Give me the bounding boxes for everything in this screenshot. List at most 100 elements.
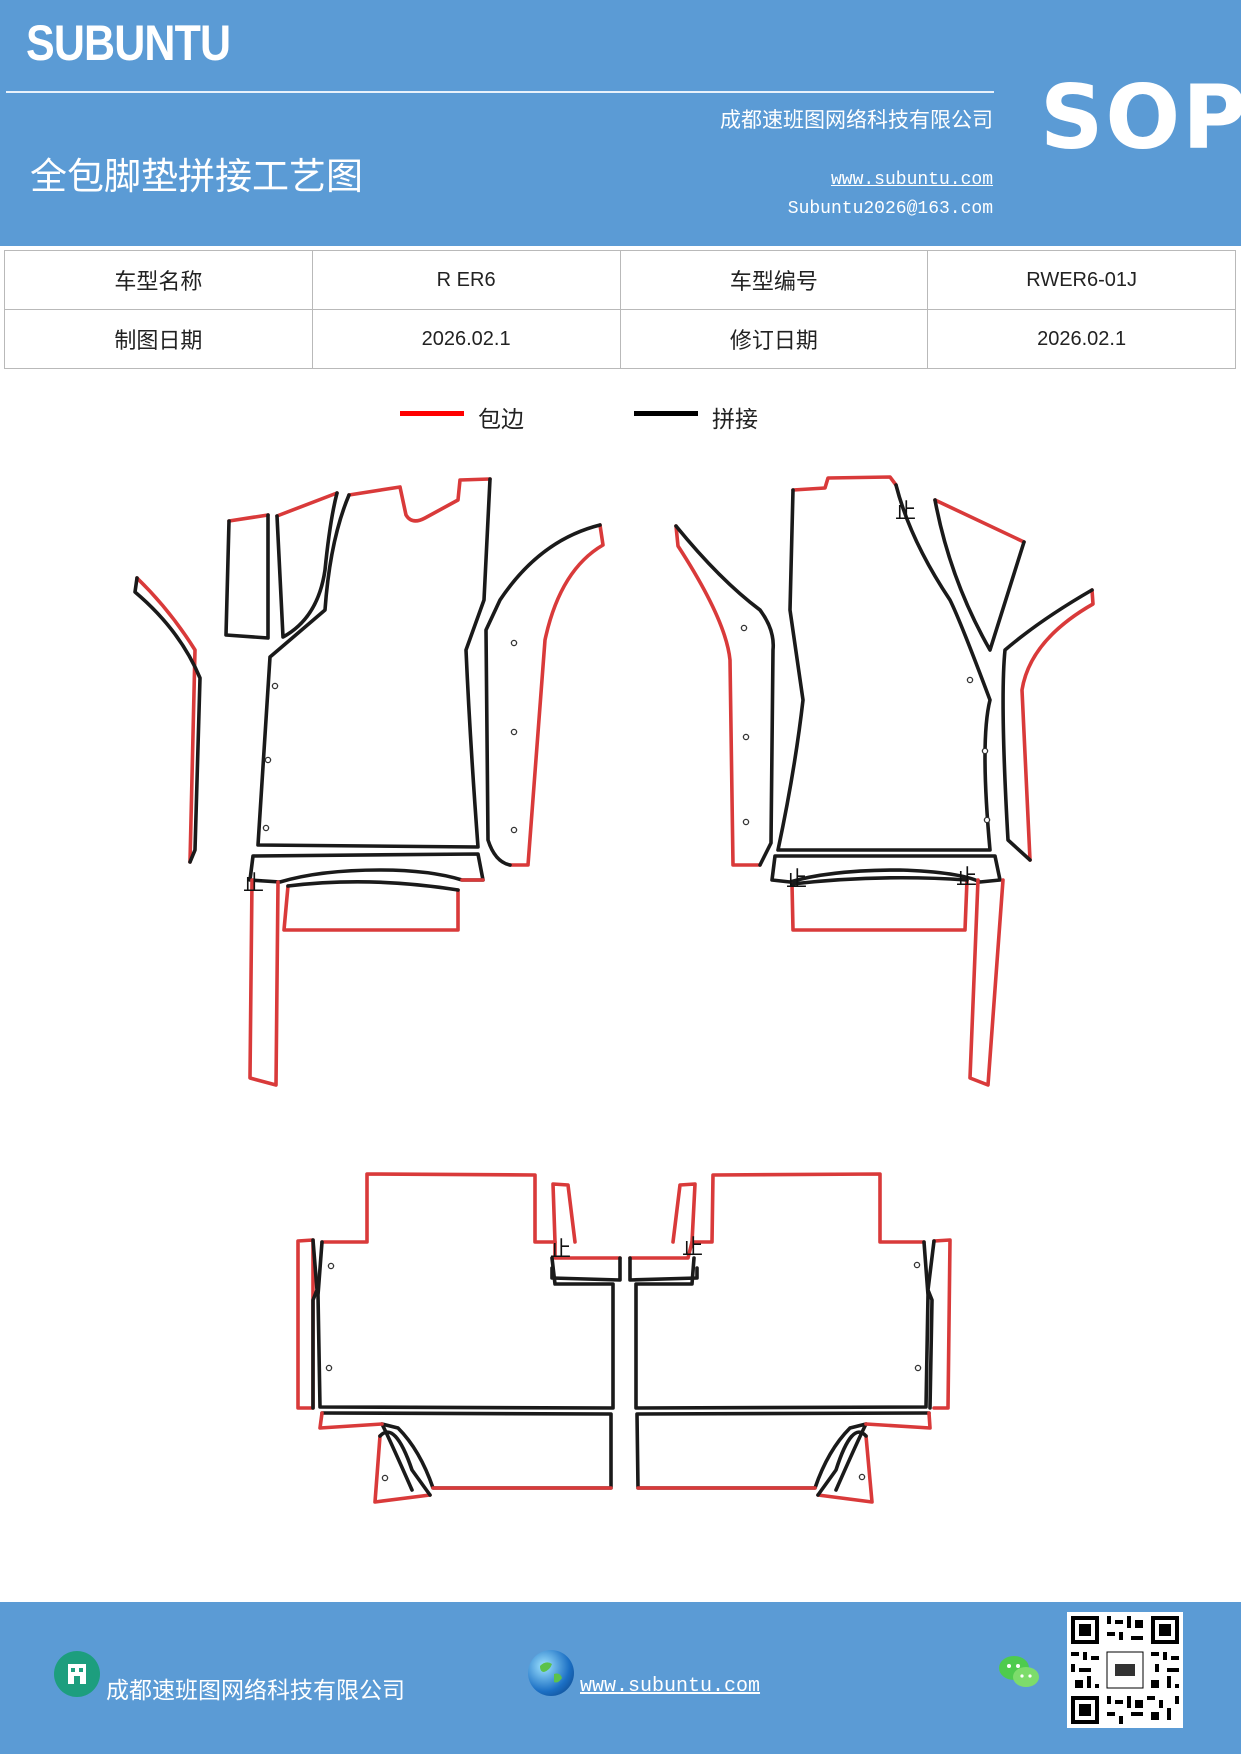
- hole: [325, 1364, 333, 1372]
- mat-edge: [816, 1434, 874, 1504]
- info-table: 车型名称 R ER6 车型编号 RWER6-01J 制图日期 2026.02.1…: [4, 250, 1236, 369]
- footer-company: 成都速班图网络科技有限公司: [106, 1678, 405, 1704]
- sop-badge: SOP: [1040, 66, 1241, 169]
- front-left-mat: 止: [133, 477, 605, 1087]
- hole: [742, 818, 750, 826]
- mat-edge: [318, 1411, 384, 1430]
- hole: [381, 1474, 389, 1482]
- mat-edge: [373, 1434, 432, 1504]
- stop-mark: 止: [682, 1235, 703, 1259]
- stop-mark: 止: [243, 871, 264, 895]
- legend-swatch-black: [634, 411, 698, 416]
- hole: [740, 624, 748, 632]
- mat-edge: [628, 1172, 926, 1260]
- globe-icon: [528, 1650, 574, 1696]
- hole: [262, 824, 270, 832]
- hole: [271, 682, 279, 690]
- mat-edge: [932, 1238, 952, 1410]
- building-icon: [54, 1651, 100, 1697]
- header-banner: SUBUNTU 成都速班图网络科技有限公司 全包脚垫拼接工艺图 www.subu…: [0, 0, 1241, 246]
- mat-seam: [133, 576, 202, 864]
- mat-edge: [790, 878, 969, 932]
- hole: [983, 816, 991, 824]
- mat-seam: [933, 498, 1026, 652]
- mat-edge: [933, 498, 1026, 544]
- car-code-value: RWER6-01J: [927, 250, 1236, 310]
- website-link[interactable]: www.subuntu.com: [830, 170, 993, 190]
- hole: [510, 826, 518, 834]
- mat-seam: [776, 483, 992, 852]
- mat-seam: [316, 1240, 615, 1410]
- legend-label-seam: 拼接: [712, 407, 758, 433]
- table-row: 车型名称 R ER6 车型编号 RWER6-01J: [4, 250, 1236, 310]
- mat-seam: [484, 523, 602, 867]
- mat-seam: [634, 1240, 930, 1410]
- revise-date-label: 修订日期: [619, 309, 929, 369]
- mat-edge: [791, 475, 898, 492]
- mat-edge: [508, 523, 605, 867]
- hole: [966, 676, 974, 684]
- legend-label-edge: 包边: [478, 407, 524, 433]
- mat-edge: [1020, 588, 1095, 862]
- mat-seam: [1001, 588, 1094, 862]
- hole: [914, 1364, 922, 1372]
- rear-right-mat: 止: [628, 1172, 952, 1504]
- page-title: 全包脚垫拼接工艺图: [30, 155, 363, 198]
- mat-seam: [275, 491, 339, 639]
- hole: [742, 733, 750, 741]
- email-address: Subuntu2026@163.com: [787, 199, 993, 219]
- mat-edge: [248, 878, 280, 1087]
- car-model-label: 车型名称: [4, 250, 313, 310]
- company-name: 成都速班图网络科技有限公司: [720, 108, 993, 132]
- car-model-value: R ER6: [311, 250, 621, 310]
- mat-edge: [275, 491, 339, 518]
- floor-mat-diagram: 止 止 止 止: [133, 475, 1095, 1504]
- mat-seam: [635, 1411, 931, 1492]
- mat-seam: [320, 1411, 613, 1492]
- brand-logo: SUBUNTU: [26, 15, 231, 71]
- mat-seam: [248, 852, 485, 884]
- mat-seam: [224, 513, 270, 640]
- legend-swatch-red: [400, 411, 464, 416]
- stop-mark: 止: [550, 1237, 571, 1261]
- hole: [913, 1261, 921, 1269]
- mat-edge: [864, 1411, 932, 1430]
- mat-seam: [770, 854, 1002, 884]
- front-right-mat: 止 止 止: [674, 475, 1095, 1087]
- footer-website-link[interactable]: www.subuntu.com: [580, 1675, 761, 1698]
- mat-seam: [550, 1256, 622, 1282]
- qr-code: [1067, 1612, 1183, 1728]
- mat-seam: [311, 1238, 319, 1410]
- stop-mark: 止: [786, 867, 807, 891]
- hole: [981, 747, 989, 755]
- mat-seam: [378, 1430, 432, 1497]
- revise-date-value: 2026.02.1: [927, 309, 1236, 369]
- stop-mark: 止: [895, 499, 916, 523]
- hole: [510, 639, 518, 647]
- mat-edge: [968, 878, 1005, 1087]
- wechat-icon: [996, 1652, 1042, 1692]
- stop-mark: 止: [956, 865, 977, 889]
- mat-edge: [674, 524, 762, 867]
- mat-edge: [320, 1172, 622, 1260]
- mat-edge: [551, 1182, 577, 1244]
- mat-seam: [256, 477, 492, 849]
- mat-edge: [296, 1238, 315, 1410]
- mat-edge: [227, 513, 270, 523]
- hole: [264, 756, 272, 764]
- mat-seam: [790, 875, 969, 886]
- draw-date-label: 制图日期: [4, 309, 313, 369]
- mat-seam: [286, 880, 460, 892]
- hole: [858, 1473, 866, 1481]
- header-divider: [6, 91, 994, 93]
- mat-seam: [674, 524, 776, 867]
- mat-edge: [282, 884, 460, 932]
- table-row: 制图日期 2026.02.1 修订日期 2026.02.1: [4, 309, 1236, 369]
- mat-edge: [347, 477, 492, 523]
- draw-date-value: 2026.02.1: [311, 309, 621, 369]
- mat-edge: [135, 576, 197, 864]
- car-code-label: 车型编号: [619, 250, 929, 310]
- mat-seam: [816, 1430, 868, 1497]
- mat-seam: [628, 1256, 699, 1282]
- mat-edge: [671, 1182, 697, 1244]
